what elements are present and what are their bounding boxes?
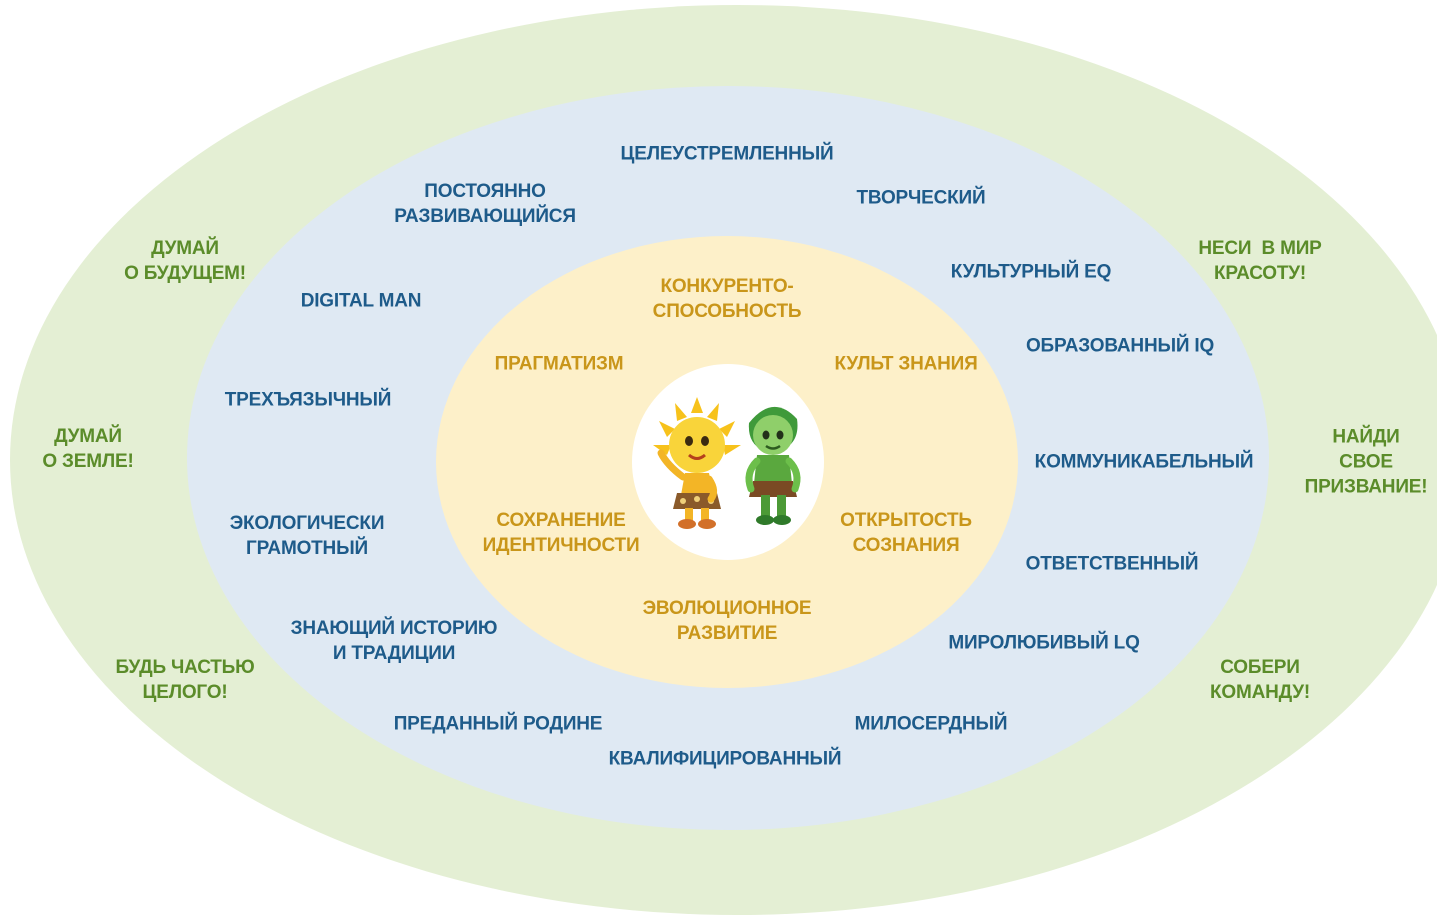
label-digital-man: DIGITAL MAN [300,290,422,312]
label-cultural-eq: КУЛЬТУРНЫЙ EQ [950,261,1112,283]
label-creative: ТВОРЧЕСКИЙ [856,187,986,209]
label-educated-iq: ОБРАЗОВАННЫЙ IQ [1025,335,1215,357]
label-trilingual: ТРЕХЪЯЗЫЧНЫЙ [224,389,392,411]
label-communicative: КОММУНИКАБЕЛЬНЫЙ [1034,451,1254,473]
sun-mascot-icon [653,397,741,529]
label-devoted: ПРЕДАННЫЙ РОДИНЕ [393,713,603,735]
label-peaceful-lq: МИРОЛЮБИВЫЙ LQ [948,632,1140,654]
label-qualified: КВАЛИФИЦИРОВАННЫЙ [608,748,842,770]
label-cult-knowledge: КУЛЬТ ЗНАНИЯ [834,353,978,375]
label-competitiveness: КОНКУРЕНТО-СПОСОБНОСТЬ [652,276,802,322]
label-responsible: ОТВЕТСТВЕННЫЙ [1025,553,1199,575]
label-merciful: МИЛОСЕРДНЫЙ [854,713,1008,735]
label-pragmatism: ПРАГМАТИЗМ [494,353,624,375]
mascots-icon [653,397,801,529]
label-purposeful: ЦЕЛЕУСТРЕМЛЕННЫЙ [620,143,834,165]
leaf-mascot-icon [745,406,801,525]
